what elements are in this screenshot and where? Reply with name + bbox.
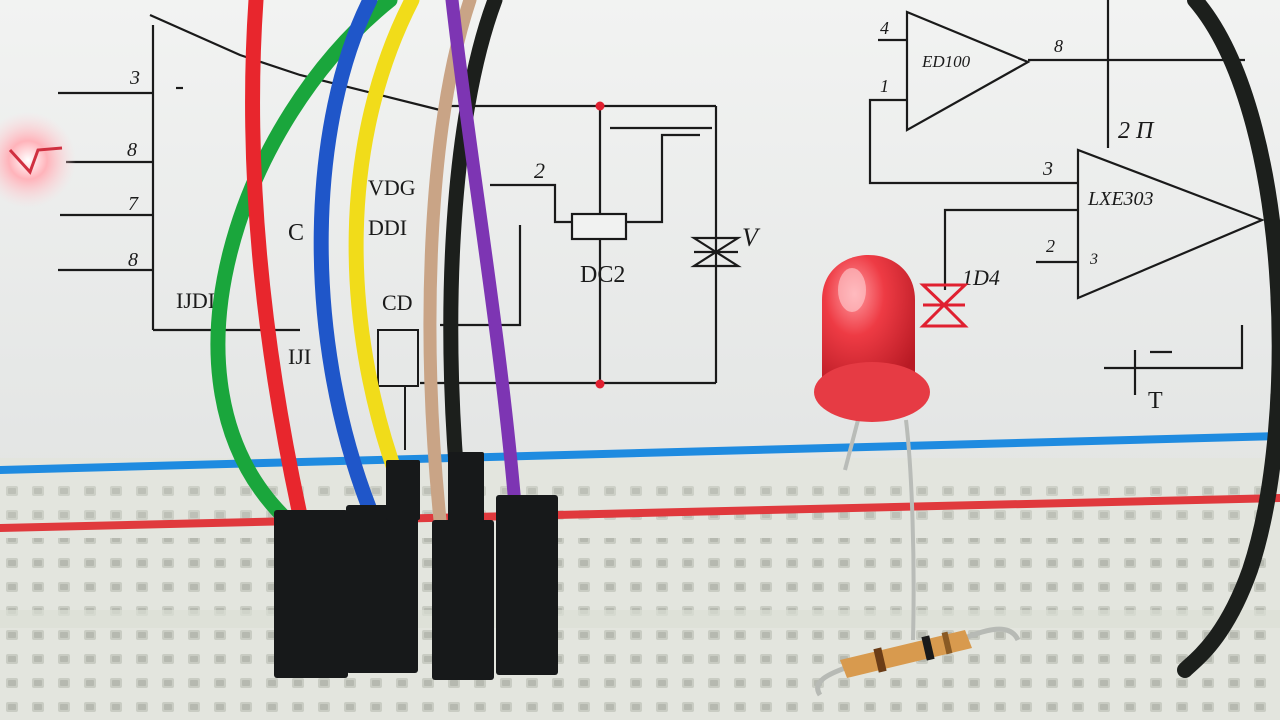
middle-circuit bbox=[420, 104, 718, 385]
wire-yellow bbox=[348, 0, 420, 488]
right-label-1d4: 1D4 bbox=[962, 265, 1000, 290]
wire-red bbox=[245, 0, 308, 523]
opamp-top-pin-b: 1 bbox=[880, 76, 889, 96]
wire-blue bbox=[313, 0, 378, 518]
wire-green bbox=[210, 0, 398, 523]
opamp-top bbox=[868, 0, 1245, 185]
chip-label-iji: IJI bbox=[288, 344, 311, 369]
opamp-bottom-label: LXE303 bbox=[1087, 188, 1154, 210]
breadboard bbox=[0, 432, 1280, 720]
chip-label-ddi: DDI bbox=[368, 215, 407, 240]
wire-black bbox=[443, 0, 503, 538]
pin-number-4: 8 bbox=[128, 249, 138, 271]
jumper-wires bbox=[210, 0, 1280, 678]
rail-blue bbox=[0, 432, 1280, 474]
pin-number-3: 7 bbox=[128, 193, 139, 215]
diode-symbol-middle bbox=[690, 236, 742, 268]
opamp-bottom bbox=[943, 148, 1265, 395]
connector-housings bbox=[274, 452, 558, 680]
schematic-paper bbox=[0, 0, 1280, 470]
chip-label-ijdi: IJDI bbox=[176, 288, 215, 313]
junction-dot-top bbox=[595, 101, 605, 111]
chip-label-c: C bbox=[288, 220, 304, 246]
middle-label-2: 2 bbox=[534, 158, 545, 183]
diode-symbol-red bbox=[919, 283, 969, 328]
junction-dot-bottom bbox=[595, 379, 605, 389]
middle-label-dc2: DC2 bbox=[580, 262, 625, 288]
wire-purple bbox=[445, 0, 522, 512]
diode-label: V bbox=[742, 223, 761, 252]
chip-label-vdg: VDG bbox=[368, 175, 416, 200]
opamp-bottom-pin-a: 3 bbox=[1042, 158, 1053, 180]
ground-label: T bbox=[1148, 388, 1163, 414]
wire-black-right bbox=[1177, 0, 1280, 678]
chip-label-cd: CD bbox=[382, 290, 413, 315]
opamp-bottom-pin-b: 2 bbox=[1046, 236, 1055, 256]
opamp-top-label: ED100 bbox=[921, 52, 971, 71]
opamp-top-pin-a: 4 bbox=[880, 18, 889, 38]
glow-filament bbox=[8, 146, 63, 175]
resistor bbox=[815, 626, 1021, 697]
pin-number-2: 8 bbox=[127, 139, 137, 161]
opamp-top-pin-c: 8 bbox=[1054, 36, 1063, 56]
red-led bbox=[814, 255, 930, 641]
right-label-top: 2 Π bbox=[1118, 118, 1155, 144]
opamp-bottom-pin-c: 3 bbox=[1089, 251, 1098, 268]
lower-chip-outline bbox=[377, 329, 419, 450]
pin-number-1: 3 bbox=[129, 67, 140, 89]
glow-spot bbox=[0, 112, 76, 208]
